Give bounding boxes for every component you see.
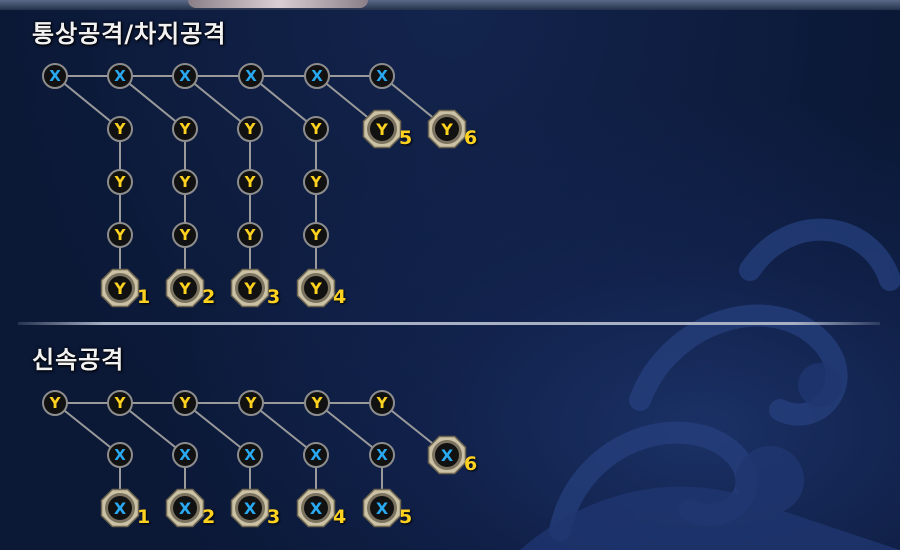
finisher-button-x: X	[99, 487, 141, 529]
y-button-node: Y	[172, 390, 198, 416]
finisher-button-y: Y	[361, 108, 403, 150]
finisher-frame-icon	[230, 488, 270, 528]
section-title-swift-attack: 신속공격	[32, 346, 125, 374]
x-button-node: X	[172, 63, 198, 89]
x-button-node: X	[369, 63, 395, 89]
top-frame	[0, 0, 900, 10]
combo-number-label: 1	[137, 506, 151, 528]
y-button-node: Y	[237, 169, 263, 195]
x-button-node: X	[42, 63, 68, 89]
finisher-button-y: Y	[99, 267, 141, 309]
finisher-button-x: X	[361, 487, 403, 529]
y-button-node: Y	[238, 390, 264, 416]
finisher-frame-icon	[165, 268, 205, 308]
finisher-frame-icon	[100, 488, 140, 528]
finisher-button-x: X	[295, 487, 337, 529]
y-button-node: Y	[303, 116, 329, 142]
finisher-glyph: X	[309, 498, 323, 518]
finisher-frame-icon	[296, 488, 336, 528]
finisher-glyph: Y	[114, 278, 126, 298]
y-button-node: Y	[42, 390, 68, 416]
finisher-button-x: X	[426, 434, 468, 476]
finisher-glyph: X	[375, 498, 389, 518]
finisher-button-y: Y	[164, 267, 206, 309]
combo-number-label: 5	[399, 506, 413, 528]
finisher-button-x: X	[164, 487, 206, 529]
y-button-node: Y	[107, 169, 133, 195]
combo-number-label: 2	[202, 506, 216, 528]
x-button-node: X	[369, 442, 395, 468]
x-button-node: X	[107, 63, 133, 89]
combo-number-label: 6	[464, 127, 478, 149]
x-button-node: X	[107, 442, 133, 468]
y-button-node: Y	[303, 222, 329, 248]
finisher-frame-icon	[296, 268, 336, 308]
x-button-node: X	[172, 442, 198, 468]
y-button-node: Y	[107, 116, 133, 142]
x-button-node: X	[238, 63, 264, 89]
finisher-frame-icon	[427, 109, 467, 149]
combo-number-label: 5	[399, 127, 413, 149]
finisher-frame-icon	[165, 488, 205, 528]
finisher-glyph: Y	[244, 278, 256, 298]
section-divider	[18, 322, 880, 325]
finisher-button-y: Y	[426, 108, 468, 150]
combo-number-label: 4	[333, 506, 347, 528]
y-button-node: Y	[172, 222, 198, 248]
x-button-node: X	[304, 63, 330, 89]
finisher-frame-icon	[362, 488, 402, 528]
finisher-glyph: X	[243, 498, 257, 518]
finisher-glyph: Y	[376, 119, 388, 139]
y-button-node: Y	[237, 222, 263, 248]
finisher-frame-icon	[427, 435, 467, 475]
x-button-node: X	[303, 442, 329, 468]
combo-number-label: 6	[464, 453, 478, 475]
combo-number-label: 3	[267, 506, 281, 528]
y-button-node: Y	[107, 390, 133, 416]
y-button-node: Y	[172, 116, 198, 142]
finisher-glyph: X	[113, 498, 127, 518]
y-button-node: Y	[107, 222, 133, 248]
finisher-frame-icon	[362, 109, 402, 149]
y-button-node: Y	[303, 169, 329, 195]
y-button-node: Y	[369, 390, 395, 416]
background-swirl-ornament	[520, 218, 900, 550]
finisher-button-y: Y	[295, 267, 337, 309]
combo-number-label: 4	[333, 286, 347, 308]
finisher-frame-icon	[100, 268, 140, 308]
finisher-glyph: Y	[179, 278, 191, 298]
combo-number-label: 3	[267, 286, 281, 308]
finisher-frame-icon	[230, 268, 270, 308]
y-button-node: Y	[172, 169, 198, 195]
combo-number-label: 2	[202, 286, 216, 308]
y-button-node: Y	[304, 390, 330, 416]
finisher-button-x: X	[229, 487, 271, 529]
finisher-glyph: X	[440, 445, 454, 465]
top-frame-ornament	[188, 0, 368, 8]
combo-number-label: 1	[137, 286, 151, 308]
finisher-glyph: Y	[441, 119, 453, 139]
x-button-node: X	[237, 442, 263, 468]
finisher-glyph: X	[178, 498, 192, 518]
y-button-node: Y	[237, 116, 263, 142]
section-title-normal-charge-attack: 통상공격/차지공격	[32, 20, 227, 48]
finisher-glyph: Y	[310, 278, 322, 298]
finisher-button-y: Y	[229, 267, 271, 309]
